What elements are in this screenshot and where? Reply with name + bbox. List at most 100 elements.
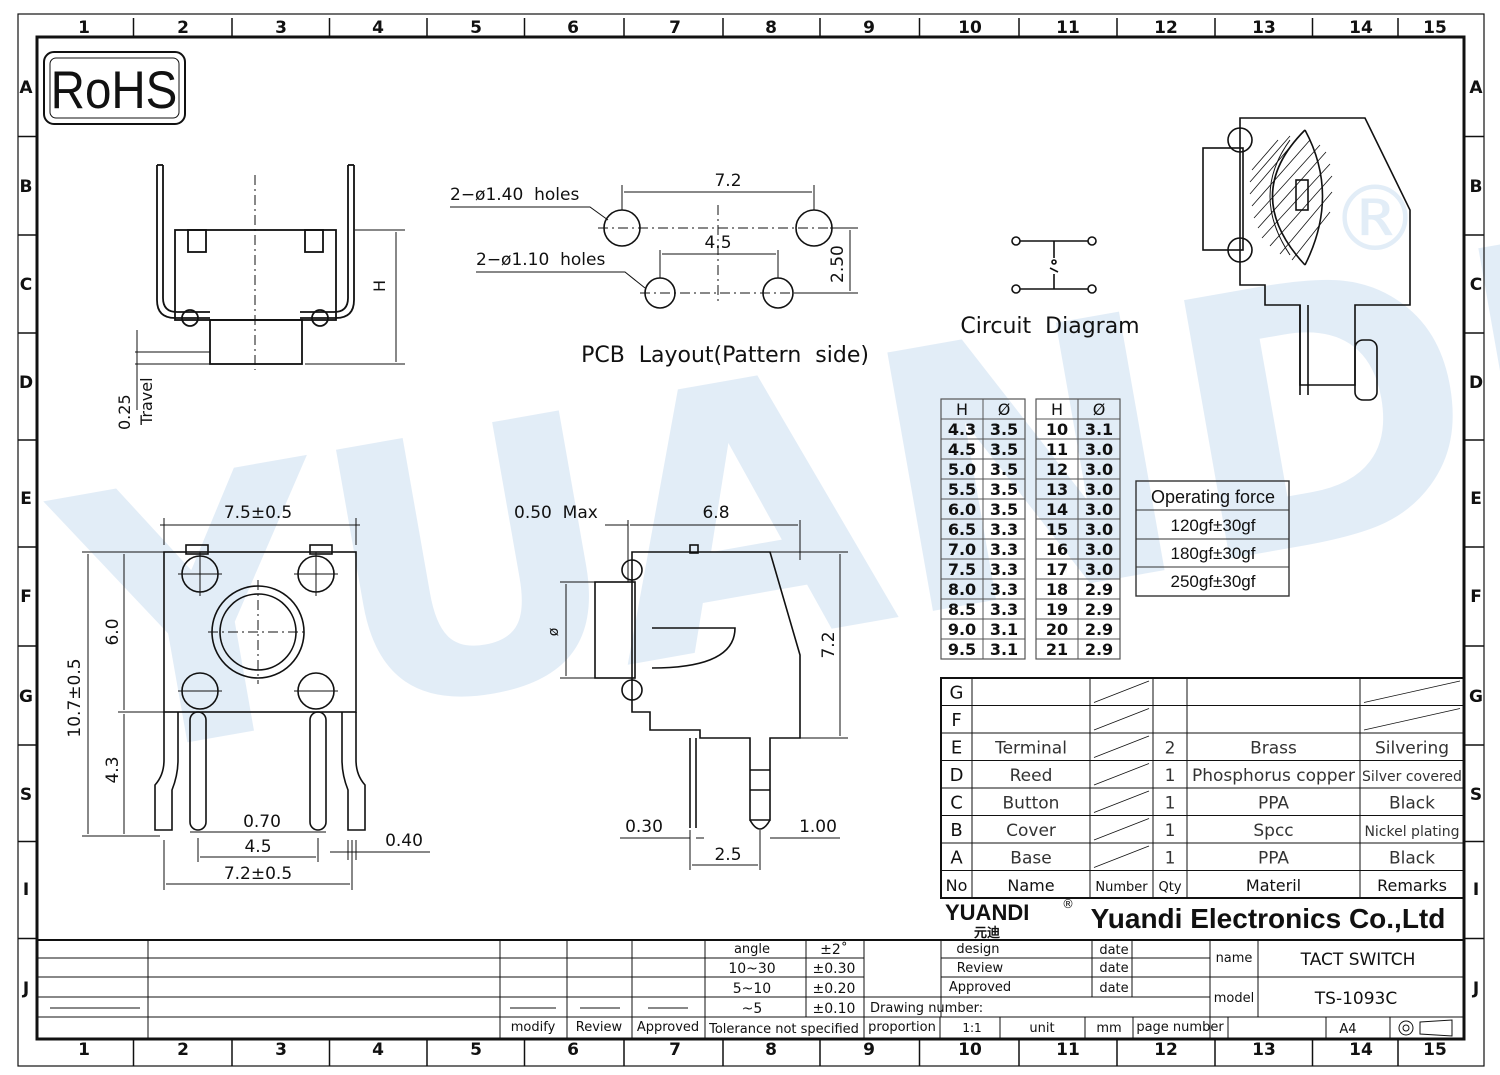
hd-cell: 8.5	[948, 600, 976, 619]
row-marker-B: B	[1470, 177, 1483, 197]
hd-cell: 10	[1046, 420, 1068, 439]
row-marker-C: C	[1470, 275, 1482, 295]
column-marker-3: 3	[275, 1040, 287, 1060]
bom-name: Base	[1010, 849, 1051, 869]
row-marker-S: S	[1470, 785, 1482, 805]
column-marker-7: 7	[669, 1040, 681, 1060]
tol-value-2: ±0.20	[813, 981, 856, 997]
hd-cell: 3.3	[990, 540, 1018, 559]
hd-cell: 7.5	[948, 560, 976, 579]
hd-cell: 9.0	[948, 620, 976, 639]
column-marker-14: 14	[1349, 1040, 1373, 1060]
bom-no: B	[950, 820, 962, 841]
hd-cell: 3.0	[1085, 460, 1113, 479]
company-row: YUANDI 元迪 ® Yuandi Electronics Co.,Ltd	[941, 897, 1464, 941]
pcb-label-small-holes: 2−ø1.10 holes	[476, 250, 605, 270]
column-markers: 1122334455667788991010111112121313141415…	[78, 18, 1447, 1066]
dim-side-pin-width: 1.00	[799, 817, 837, 837]
dim-height-label: H	[370, 280, 389, 292]
proportion-value: 1:1	[962, 1021, 981, 1035]
bom-no: D	[950, 765, 964, 786]
column-marker-6: 6	[567, 18, 579, 38]
rohs-text: RoHS	[51, 61, 178, 120]
dim-travel-value: 0.25	[115, 394, 134, 430]
operating-force-3: 250gf±30gf	[1171, 572, 1256, 591]
column-marker-2: 2	[177, 18, 189, 38]
tol-value-1: ±0.30	[813, 961, 856, 977]
column-marker-11: 11	[1056, 1040, 1080, 1060]
column-marker-10: 10	[958, 1040, 982, 1060]
column-marker-4: 4	[372, 18, 384, 38]
operating-force-title: Operating force	[1151, 487, 1275, 507]
column-marker-2: 2	[177, 1040, 189, 1060]
hd-cell: 4.3	[948, 420, 976, 439]
design-label: design	[956, 942, 999, 957]
column-marker-12: 12	[1154, 18, 1178, 38]
bom-name: Button	[1003, 794, 1060, 814]
dim-height-total: 10.7±0.5	[65, 658, 85, 737]
title-block	[37, 939, 1464, 1039]
front-view	[82, 518, 430, 890]
drawing-number-label: Drawing number:	[870, 1001, 983, 1016]
bom-material: Spcc	[1253, 821, 1293, 841]
dim-height: 7.2	[819, 631, 839, 658]
hd-cell: 6.5	[948, 520, 976, 539]
bom-header-remarks: Remarks	[1377, 876, 1447, 895]
watermark-registered: ®	[1330, 167, 1420, 272]
side-view-right	[1202, 117, 1411, 401]
operating-force-1: 120gf±30gf	[1171, 516, 1256, 535]
row-marker-A: A	[1469, 78, 1483, 98]
dim-pin-thick: 0.40	[385, 831, 423, 851]
pcb-dim-outer: 7.2	[714, 171, 741, 191]
sheet-frame	[17, 13, 1485, 1067]
unit-value: mm	[1096, 1021, 1121, 1036]
hd-cell: 21	[1046, 640, 1068, 659]
hd-cell: 3.3	[990, 600, 1018, 619]
row-marker-I: I	[1473, 880, 1479, 900]
hd-cell: 9.5	[948, 640, 976, 659]
side-view-top	[135, 164, 405, 410]
tol-range-1: 10~30	[728, 961, 775, 977]
tol-value-3: ±0.10	[813, 1001, 856, 1017]
hd-cell: 3.1	[1085, 420, 1113, 439]
date-label-2: date	[1099, 961, 1128, 976]
bom-qty: 2	[1165, 739, 1176, 759]
dim-43: 4.3	[103, 756, 123, 783]
bom-header-number: Number	[1095, 880, 1148, 895]
column-marker-12: 12	[1154, 1040, 1178, 1060]
hd-header-h: H	[1051, 400, 1063, 419]
column-marker-7: 7	[669, 18, 681, 38]
row-marker-S: S	[20, 785, 32, 805]
bom-name: Terminal	[994, 739, 1067, 759]
brand-logo-cn: 元迪	[974, 925, 1000, 941]
row-marker-D: D	[1469, 373, 1483, 393]
bom-header-material: Materil	[1246, 876, 1301, 895]
bom-material: Phosphorus copper	[1192, 766, 1355, 786]
tol-range-2: 5~10	[733, 981, 771, 997]
hd-cell: 18	[1046, 580, 1068, 599]
paper-size: A4	[1339, 1022, 1356, 1037]
angle-tol: ±2˚	[820, 941, 848, 958]
hd-header-dia: Ø	[998, 400, 1011, 419]
title-block-text: angle ±2˚ 10~30 ±0.30 5~10 ±0.20 ~5 ±0.1…	[511, 941, 1416, 1037]
bom-qty: 1	[1165, 849, 1176, 869]
hd-cell: 2.9	[1085, 600, 1113, 619]
hd-cell: 3.5	[990, 460, 1018, 479]
hd-cell: 19	[1046, 600, 1068, 619]
bom-header-no: No	[946, 876, 968, 895]
dim-depth: 6.8	[702, 503, 729, 523]
dim-width-top: 7.5±0.5	[224, 503, 292, 523]
hd-cell: 3.5	[990, 420, 1018, 439]
date-label-3: date	[1099, 981, 1128, 996]
column-marker-6: 6	[567, 1040, 579, 1060]
tolerance-note: Tolerance not specified	[708, 1022, 859, 1037]
name-label: name	[1216, 951, 1253, 966]
dim-max: 0.50 Max	[514, 503, 598, 523]
column-marker-15: 15	[1423, 1040, 1447, 1060]
rohs-logo: RoHS	[43, 51, 186, 125]
hd-cell: 3.3	[990, 580, 1018, 599]
hd-cell: 3.0	[1085, 520, 1113, 539]
bom-remarks: Black	[1389, 794, 1435, 814]
